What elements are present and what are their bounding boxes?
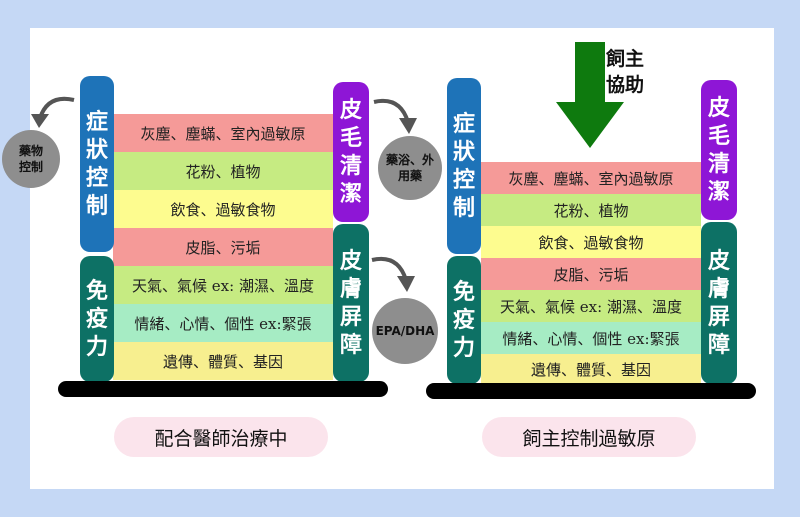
right-pillar-symptom-control: 症狀控制 xyxy=(447,78,481,254)
left-bar-weather: 天氣、氣候 ex: 潮濕、溫度 xyxy=(113,266,333,304)
left-circle-drug-control: 藥物控制 xyxy=(2,130,60,188)
left-bar-sebum: 皮脂、污垢 xyxy=(113,228,333,266)
left-pillar-coat-cleaning: 皮毛清潔 xyxy=(333,82,369,222)
left-base xyxy=(58,381,388,397)
left-pillar-skin-barrier: 皮膚屏障 xyxy=(333,224,369,382)
right-base xyxy=(426,383,756,399)
right-pillar-coat-cleaning: 皮毛清潔 xyxy=(701,80,737,220)
left-caption: 配合醫師治療中 xyxy=(114,417,328,457)
left-circle-bath-topical: 藥浴、外用藥 xyxy=(378,136,442,200)
right-pillar-skin-barrier: 皮膚屏障 xyxy=(701,222,737,384)
left-bar-pollen: 花粉、植物 xyxy=(113,152,333,190)
right-bar-diet: 飲食、過敏食物 xyxy=(481,226,701,258)
right-bar-weather: 天氣、氣候 ex: 潮濕、溫度 xyxy=(481,290,701,322)
left-bar-diet: 飲食、過敏食物 xyxy=(113,190,333,228)
left-pillar-immunity: 免疫力 xyxy=(80,256,114,382)
owner-help-label: 飼主協助 xyxy=(606,48,645,96)
right-pillar-immunity: 免疫力 xyxy=(447,256,481,384)
right-bar-sebum: 皮脂、污垢 xyxy=(481,258,701,290)
right-caption: 飼主控制過敏原 xyxy=(482,417,696,457)
left-bar-dust: 灰塵、塵蟎、室內過敏原 xyxy=(113,114,333,152)
left-circle-epa-dha: EPA/DHA xyxy=(372,298,438,364)
right-bar-genetics: 遺傳、體質、基因 xyxy=(481,354,701,384)
left-arrow-to-bath-icon xyxy=(373,99,417,134)
left-bar-emotion: 情緒、心情、個性 ex:緊張 xyxy=(113,304,333,342)
left-arrow-to-epa-icon xyxy=(371,257,415,292)
left-arrow-to-drug-icon xyxy=(31,96,75,128)
right-bar-dust: 灰塵、塵蟎、室內過敏原 xyxy=(481,162,701,194)
right-bar-emotion: 情緒、心情、個性 ex:緊張 xyxy=(481,322,701,354)
owner-help-down-arrow-icon xyxy=(556,42,624,148)
left-pillar-symptom-control: 症狀控制 xyxy=(80,76,114,252)
left-bar-genetics: 遺傳、體質、基因 xyxy=(113,342,333,380)
right-bar-pollen: 花粉、植物 xyxy=(481,194,701,226)
